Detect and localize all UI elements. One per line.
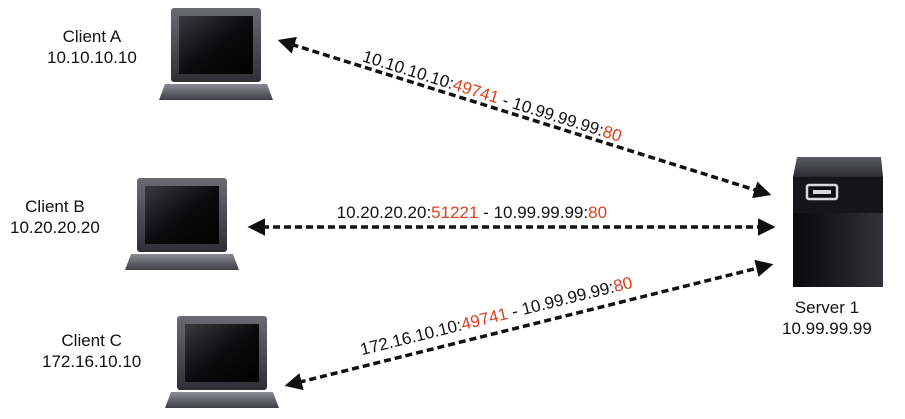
client-c-label: Client C 172.16.10.10 — [42, 330, 141, 372]
client-a-ip: 10.10.10.10 — [47, 48, 137, 67]
client-a-laptop-icon — [159, 8, 273, 100]
client-a-label: Client A 10.10.10.10 — [47, 26, 137, 68]
client-b-laptop-icon — [125, 178, 239, 270]
connection-a-separator: - — [496, 89, 516, 112]
connection-c-dst-port: 80 — [611, 273, 634, 296]
connection-a-src-ip: 10.10.10.10 — [360, 47, 451, 92]
server-1-server-icon — [793, 157, 883, 287]
connection-b-src-port: 51221 — [431, 203, 478, 222]
connection-c-separator: - — [505, 300, 524, 322]
connection-c-src-port: 49741 — [459, 304, 509, 334]
server-1-label: Server 1 10.99.99.99 — [782, 297, 872, 339]
connection-b-dst-port: 80 — [588, 203, 607, 222]
client-c-laptop-icon — [165, 316, 279, 408]
client-a-name: Client A — [62, 27, 122, 46]
server-1-ip: 10.99.99.99 — [782, 319, 872, 338]
connection-b-separator: - — [478, 203, 493, 222]
client-b-label: Client B 10.20.20.20 — [10, 196, 100, 238]
connection-b-label: 10.20.20.20:51221 - 10.99.99.99:80 — [313, 203, 621, 222]
client-c-ip: 172.16.10.10 — [42, 352, 142, 371]
connection-b-src-ip: 10.20.20.20 — [337, 203, 427, 222]
connection-a-dst-port: 80 — [600, 122, 624, 146]
connection-c-src-ip: 172.16.10.10 — [358, 317, 459, 359]
client-b-name: Client B — [25, 197, 85, 216]
connection-c-dst-ip: 10.99.99.99 — [520, 279, 612, 319]
client-c-name: Client C — [61, 331, 122, 350]
connection-c-label: 172.16.10.10:49741 - 10.99.99.99:80 — [335, 270, 648, 365]
connection-a-arrow — [277, 36, 772, 199]
connection-c-arrow — [284, 259, 774, 391]
client-b-ip: 10.20.20.20 — [10, 218, 100, 237]
connection-b-dst-ip: 10.99.99.99 — [494, 203, 584, 222]
server-1-name: Server 1 — [794, 298, 860, 317]
connection-a-label: 10.10.10.10:49741 - 10.99.99.99:80 — [338, 40, 638, 150]
